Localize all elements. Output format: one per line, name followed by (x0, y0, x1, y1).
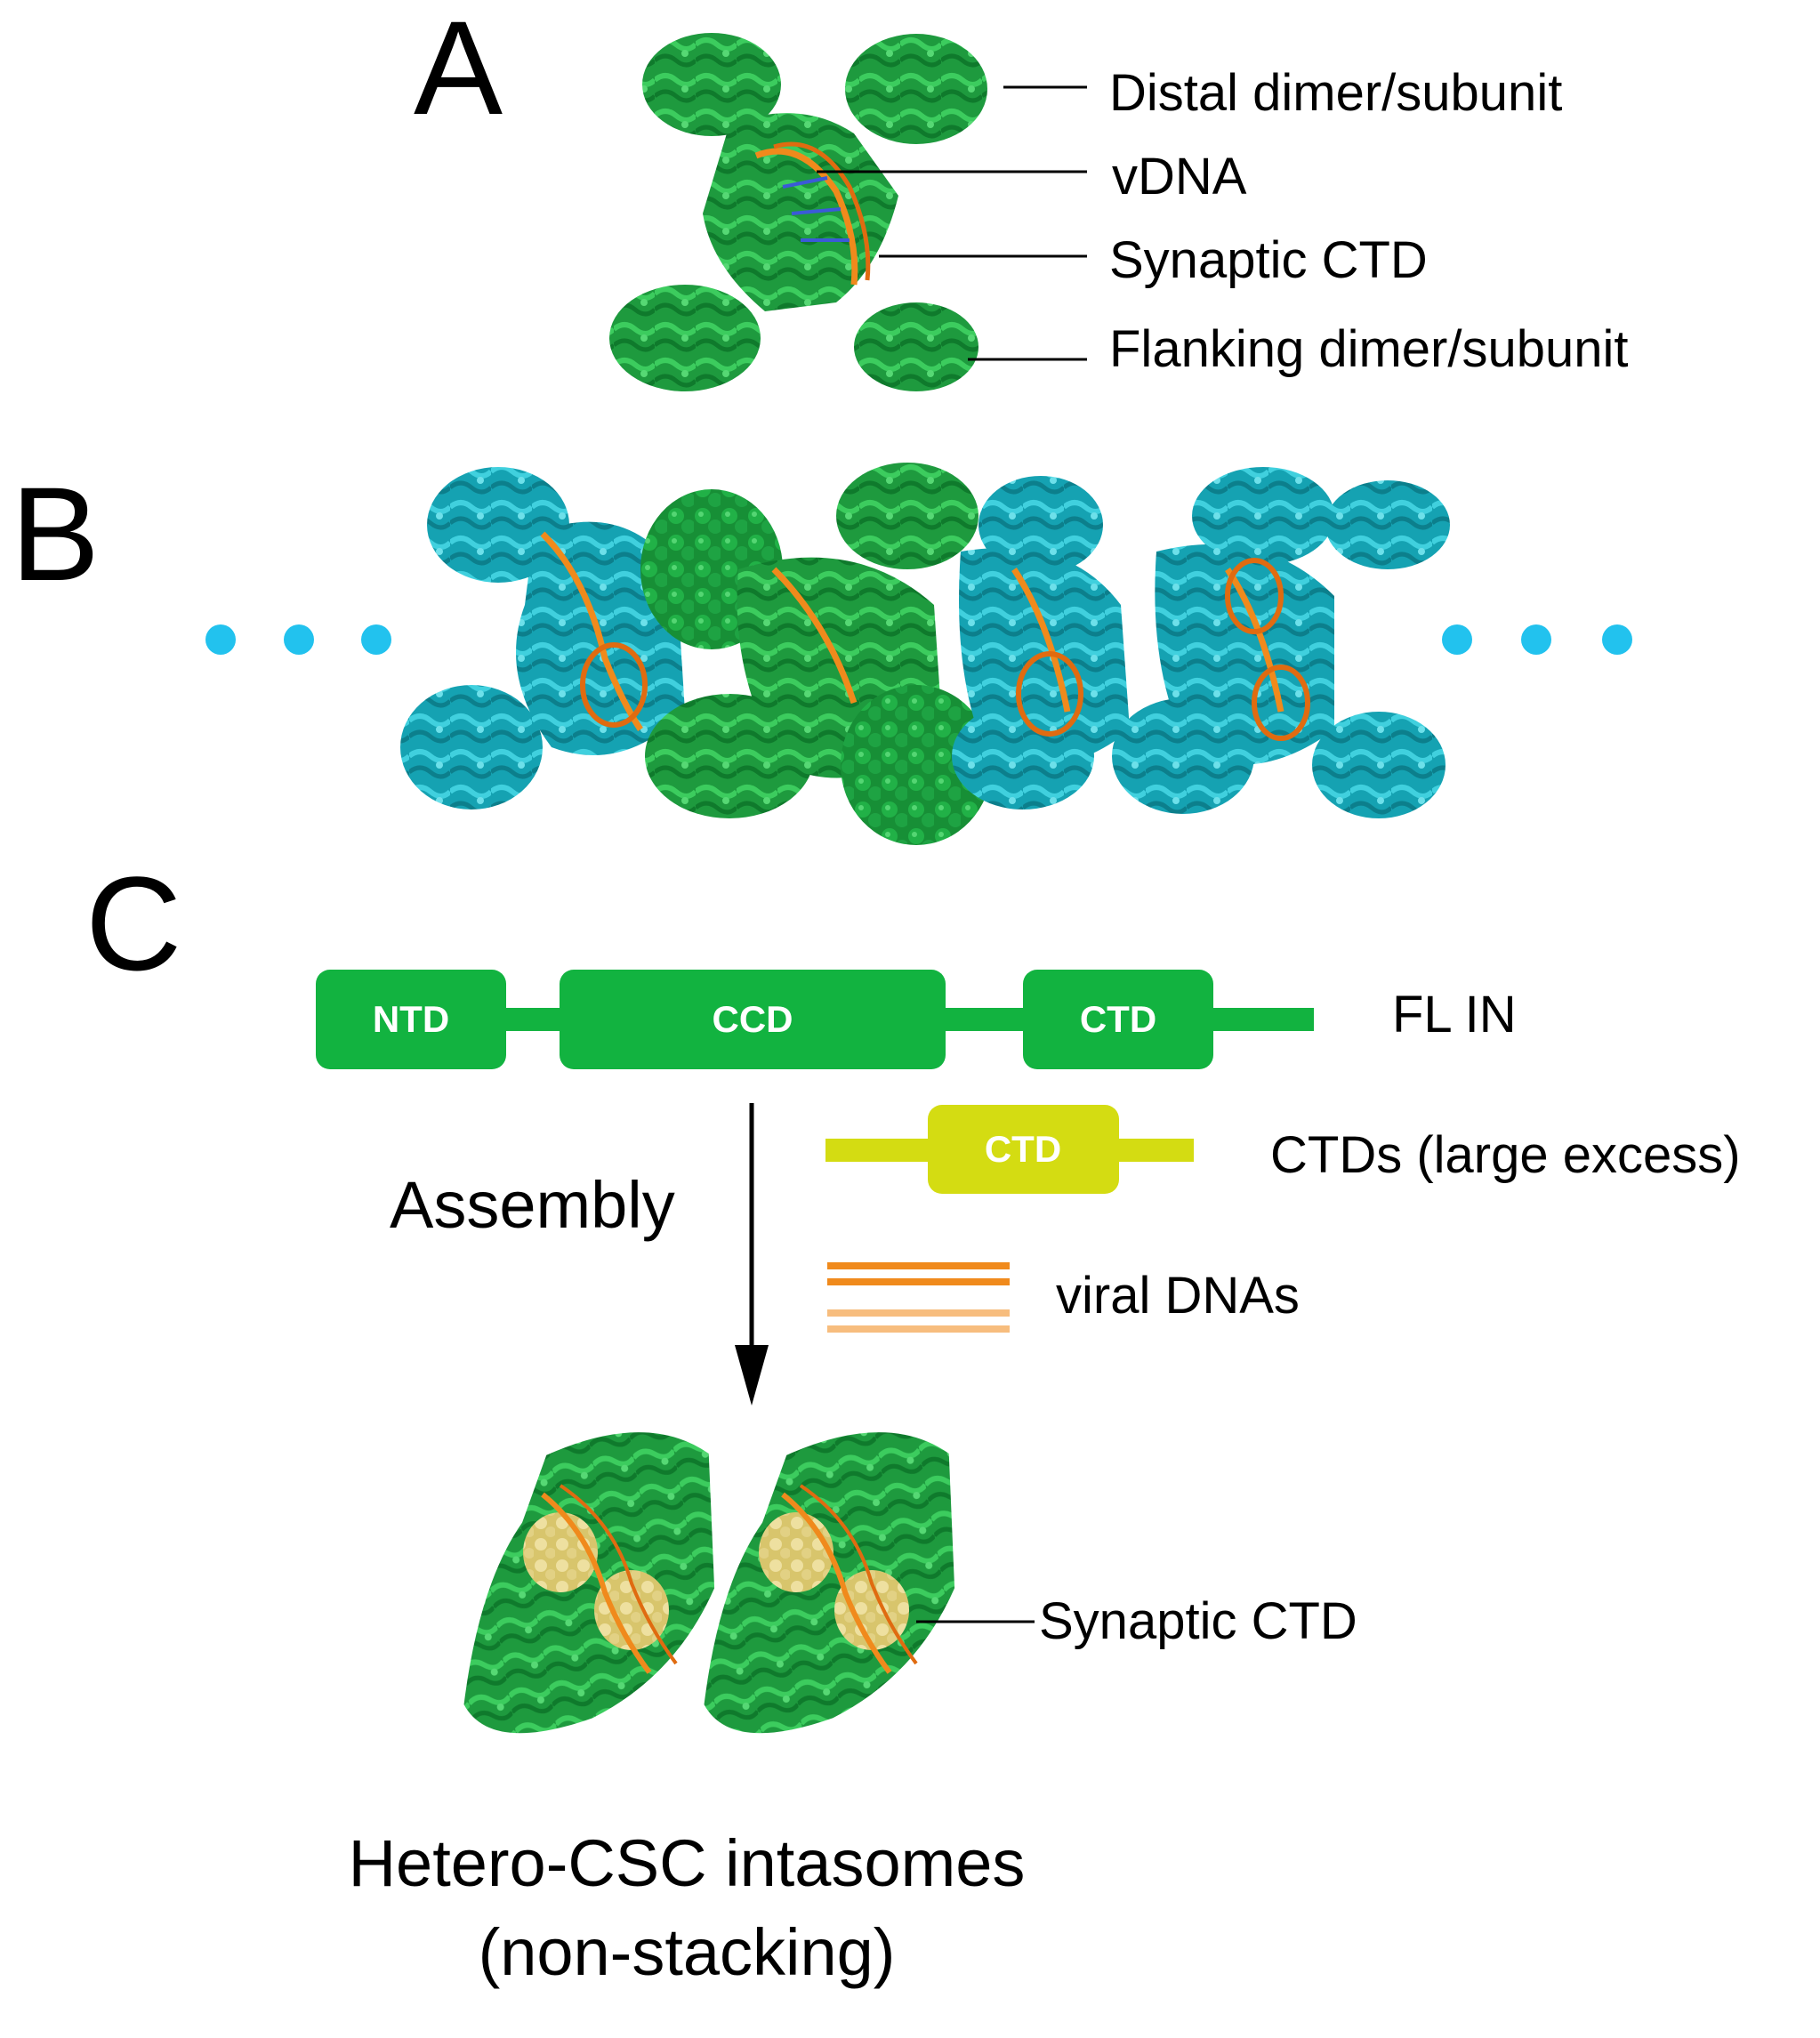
ctd-sphere (759, 1512, 833, 1592)
ccd-label: CCD (713, 998, 793, 1040)
dot (1602, 624, 1632, 655)
intasome-body (704, 1432, 955, 1734)
green-lobe (836, 463, 978, 569)
ctds-construct: CTD (825, 1105, 1194, 1194)
dot (284, 624, 314, 655)
dna-helix (1016, 651, 1083, 737)
flanking-subunit-right (854, 302, 978, 391)
green-sphere-ctd (841, 685, 992, 845)
dna-strand (781, 1492, 892, 1674)
fl-in-construct: NTD CCD CTD (316, 970, 1314, 1069)
label-flanking: Flanking dimer/subunit (1109, 320, 1629, 378)
dna-strand (1011, 568, 1071, 713)
label-distal: Distal dimer/subunit (1109, 64, 1562, 122)
label-fl-in: FL IN (1392, 986, 1517, 1043)
label-viral-dnas: viral DNAs (1056, 1267, 1300, 1325)
ctd-sphere (834, 1570, 909, 1650)
panel-b-letter: B (11, 459, 100, 608)
flanking-subunit-left (609, 285, 761, 391)
cyan-lobe (1325, 480, 1450, 569)
label-synaptic-c: Synaptic CTD (1039, 1592, 1357, 1650)
cyan-lobe (1192, 467, 1334, 565)
caption-line1: Hetero-CSC intasomes (349, 1826, 1026, 1900)
label-synaptic: Synaptic CTD (1109, 231, 1428, 289)
assembly-arrow-head (735, 1345, 769, 1406)
distal-subunit-right (845, 34, 987, 144)
ccd-domain (560, 970, 946, 1069)
viral-dnas-icon (827, 1262, 1010, 1333)
vdna-bases (782, 176, 850, 242)
panel-a-letter: A (414, 0, 503, 142)
dot (1442, 624, 1472, 655)
label-assembly: Assembly (390, 1168, 675, 1242)
ctd-domain (1023, 970, 1213, 1069)
label-vdna: vDNA (1112, 148, 1247, 205)
vdna-strand-a (754, 148, 858, 286)
ctds-domain (928, 1105, 1119, 1194)
dot (1521, 624, 1551, 655)
panel-b-structure (400, 463, 1450, 845)
dot (361, 624, 391, 655)
dna-strand (540, 531, 643, 731)
intasome-right (704, 1432, 955, 1734)
dots-right (1442, 624, 1632, 655)
intasome-left (463, 1432, 715, 1734)
ctd-sphere (594, 1570, 669, 1650)
ntd-label: NTD (373, 998, 449, 1040)
cyan-lobe (400, 685, 543, 810)
ctds-domain-label: CTD (985, 1128, 1061, 1170)
label-ctds: CTDs (large excess) (1270, 1126, 1741, 1184)
panel-a-structure (609, 33, 987, 391)
dna-helix (1252, 665, 1310, 741)
dot (205, 624, 236, 655)
ntd-domain (316, 970, 506, 1069)
cyan-lobe (1312, 712, 1446, 818)
dna-strand (771, 567, 858, 705)
panel-c-letter: C (85, 849, 181, 998)
dna-strand (541, 1492, 652, 1674)
dna-strand (799, 1484, 918, 1665)
ctd-label: CTD (1080, 998, 1156, 1040)
dna-helix (1225, 558, 1284, 634)
distal-subunit-left (642, 33, 781, 136)
cyan-core (1155, 544, 1334, 765)
caption-line2: (non-stacking) (479, 1915, 896, 1989)
intasome-body (463, 1432, 715, 1734)
vdna-strand-b (773, 141, 871, 281)
dots-left (205, 624, 391, 655)
dna-strand (559, 1484, 678, 1665)
dna-helix (580, 642, 648, 728)
